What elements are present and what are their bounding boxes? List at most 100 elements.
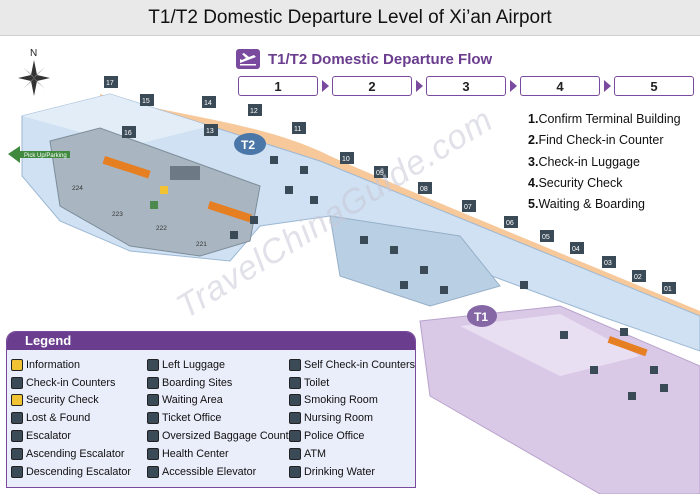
t1-marker (467, 305, 497, 327)
compass: N (18, 48, 50, 98)
descending-escalator-icon (11, 465, 23, 478)
area-code: 224 (72, 185, 83, 192)
gate-marker (204, 124, 218, 136)
waiting-area-icon (147, 394, 159, 407)
check-in-counter-row (207, 201, 252, 223)
page-title: T1/T2 Domestic Departure Level of Xi’an … (0, 0, 700, 36)
legend-item-lost-found: Lost & Found (11, 409, 131, 427)
lost-found-icon (11, 412, 23, 425)
legend-item-smoking-room: Smoking Room (289, 392, 415, 410)
security-area (170, 166, 200, 180)
gate-label: 02 (634, 274, 642, 281)
facility-icons (150, 156, 668, 400)
gate-label: 04 (572, 246, 580, 253)
terminal-floor-plan: Pick Up/Parking T2 T1 17 15 16 14 12 11 … (8, 76, 700, 494)
drinking-water-icon (289, 465, 301, 478)
gate-label: 11 (294, 126, 301, 133)
gate-marker (248, 104, 262, 116)
flow-step-2: 2 (332, 76, 412, 96)
legend-item-atm: ATM (289, 445, 415, 463)
area-code: 223 (112, 211, 123, 218)
legend-item-descending-escalator: Descending Escalator (11, 463, 131, 481)
toilet-icon (289, 376, 301, 389)
flow-title: T1/T2 Domestic Departure Flow (268, 50, 493, 68)
airport-map: N T1/T2 Domestic Departure Flow 1 2 3 (0, 36, 700, 494)
gate-label: 16 (124, 130, 132, 137)
health-center-icon (147, 447, 159, 460)
flow-steps: 1 2 3 4 5 (238, 76, 698, 98)
self-check-in-icon (289, 358, 301, 371)
police-office-icon (289, 430, 301, 443)
legend-column-3: Self Check-in Counters Toilet Smoking Ro… (289, 356, 415, 481)
t1-roof (460, 314, 640, 376)
gate-label: 06 (506, 220, 514, 227)
smoking-room-icon (289, 394, 301, 407)
gate-marker (340, 152, 354, 164)
ticket-office-icon (147, 412, 159, 425)
gate-label: 08 (420, 186, 428, 193)
information-icon (11, 358, 23, 371)
area-code: 222 (156, 225, 167, 232)
nursing-room-icon (289, 412, 301, 425)
gate-label: 14 (204, 100, 212, 107)
central-concourse (329, 215, 501, 307)
legend-item-waiting-area: Waiting Area (147, 392, 298, 410)
gate-marker (202, 96, 216, 108)
airplane-departure-icon (236, 49, 260, 69)
legend-item-police-office: Police Office (289, 427, 415, 445)
gate-marker (632, 270, 646, 282)
legend-item-escalator: Escalator (11, 427, 131, 445)
t2-marker (234, 133, 266, 155)
legend-item-toilet: Toilet (289, 374, 415, 392)
legend-item-check-in-counters: Check-in Counters (11, 374, 131, 392)
flow-step-1: 1 (238, 76, 318, 96)
gate-marker (504, 216, 518, 228)
gate-label: 15 (142, 98, 150, 105)
gate-label: 10 (342, 156, 350, 163)
oversized-baggage-icon (147, 430, 159, 443)
check-in-counter-icon (11, 376, 23, 389)
steps-list: 1.Confirm Terminal Building 2.Find Check… (528, 109, 698, 215)
check-in-counter-row (102, 156, 151, 179)
legend-item-ascending-escalator: Ascending Escalator (11, 445, 131, 463)
gate-marker (122, 126, 136, 138)
gate-marker (418, 182, 432, 194)
legend-item-self-check-in: Self Check-in Counters (289, 356, 415, 374)
atm-icon (289, 447, 301, 460)
t2-label: T2 (241, 138, 255, 152)
legend-item-information: Information (11, 356, 131, 374)
t2-roof-left (22, 94, 210, 146)
gate-label: 07 (464, 204, 472, 211)
flow-step-5: 5 (614, 76, 694, 96)
legend: Legend Information Check-in Counters Sec… (6, 331, 416, 488)
legend-title: Legend (7, 332, 415, 350)
gate-label: 12 (250, 108, 258, 115)
steps-list-item: 5.Waiting & Boarding (528, 197, 645, 212)
gate-marker (140, 94, 154, 106)
gate-label: 05 (542, 234, 550, 241)
legend-item-boarding-sites: Boarding Sites (147, 374, 298, 392)
legend-item-accessible-elevator: Accessible Elevator (147, 463, 298, 481)
security-check-icon (11, 394, 23, 407)
gate-marker (292, 122, 306, 134)
flow-header: T1/T2 Domestic Departure Flow (236, 48, 492, 70)
pick-up-arrow-icon (8, 146, 70, 163)
boarding-sites-icon (147, 376, 159, 389)
gate-label: 03 (604, 260, 612, 267)
legend-column-2: Left Luggage Boarding Sites Waiting Area… (147, 356, 298, 481)
legend-item-oversized-baggage: Oversized Baggage Counter (147, 427, 298, 445)
legend-item-ticket-office: Ticket Office (147, 409, 298, 427)
area-code: 221 (196, 241, 207, 248)
accessible-elevator-icon (147, 465, 159, 478)
gate-marker (104, 76, 118, 88)
steps-list-item: 4.Security Check (528, 175, 623, 190)
gate-marker (374, 166, 388, 178)
gate-marker (662, 282, 676, 294)
compass-rose-icon (18, 60, 50, 96)
pick-up-label: Pick Up/Parking (24, 153, 67, 159)
compass-north-label: N (30, 48, 38, 59)
flow-arrow-icon (322, 80, 329, 92)
legend-column-1: Information Check-in Counters Security C… (11, 356, 131, 481)
legend-item-security-check: Security Check (11, 392, 131, 410)
legend-item-nursing-room: Nursing Room (289, 409, 415, 427)
